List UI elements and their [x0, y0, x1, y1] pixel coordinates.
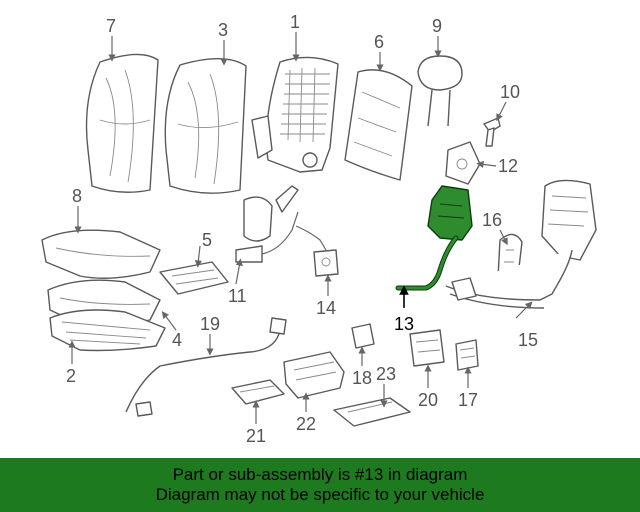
callout-20: 20 — [418, 390, 438, 410]
callout-22: 22 — [296, 414, 316, 434]
part-6-back-panel — [344, 69, 413, 181]
banner-line-2: Diagram may not be specific to your vehi… — [155, 485, 485, 504]
seat-parts-diagram: 7 3 1 6 9 10 12 8 16 5 11 14 13 15 19 4 … — [41, 12, 597, 446]
callout-3: 3 — [218, 20, 228, 40]
part-1-seatback-frame — [251, 56, 339, 173]
part-11-motor — [235, 185, 299, 263]
part-21-module — [231, 379, 285, 405]
part-2-cushion-frame — [49, 309, 166, 352]
part-8-cushion-cover — [41, 229, 161, 279]
part-5-mat — [159, 261, 229, 295]
part-17-switch — [455, 339, 479, 371]
part-13-recliner-assembly — [395, 185, 473, 291]
callout-10: 10 — [500, 82, 520, 102]
callout-17: 17 — [458, 390, 478, 410]
callout-labels: 7 3 1 6 9 10 12 8 16 5 11 14 13 15 19 4 … — [66, 12, 538, 446]
callout-11: 11 — [228, 286, 247, 306]
callout-7: 7 — [106, 16, 116, 36]
callout-23: 23 — [376, 364, 396, 384]
part-12-latch — [445, 141, 481, 185]
callout-2: 2 — [66, 366, 76, 386]
callout-6: 6 — [374, 32, 384, 52]
callout-16: 16 — [482, 210, 502, 230]
callout-8: 8 — [72, 186, 82, 206]
part-23-plate — [333, 397, 411, 427]
part-14-switch — [295, 225, 339, 277]
callout-5: 5 — [202, 230, 212, 250]
banner-line-1: Part or sub-assembly is #13 in diagram — [172, 465, 468, 484]
leader-lines — [68, 32, 533, 424]
callout-4: 4 — [172, 330, 182, 350]
info-banner: Part or sub-assembly is #13 in diagram D… — [0, 458, 640, 512]
callout-21: 21 — [246, 426, 266, 446]
callout-14: 14 — [316, 298, 336, 318]
part-19-harness — [125, 317, 287, 417]
callout-1: 1 — [290, 12, 300, 32]
callout-13: 13 — [394, 314, 414, 334]
part-15-seat-track — [445, 179, 597, 309]
part-3-seatback-pad — [164, 58, 247, 194]
callout-12: 12 — [498, 156, 518, 176]
callout-9: 9 — [432, 16, 442, 36]
callout-18: 18 — [352, 368, 372, 388]
part-22-control-unit — [283, 351, 345, 399]
part-20-switch-module — [409, 329, 445, 367]
part-18-connector — [351, 323, 375, 349]
callout-15: 15 — [518, 330, 538, 350]
part-7-seatback-cover — [85, 53, 159, 193]
part-10-guide — [483, 117, 501, 147]
callout-19: 19 — [200, 314, 220, 334]
part-9-headrest — [417, 55, 463, 127]
